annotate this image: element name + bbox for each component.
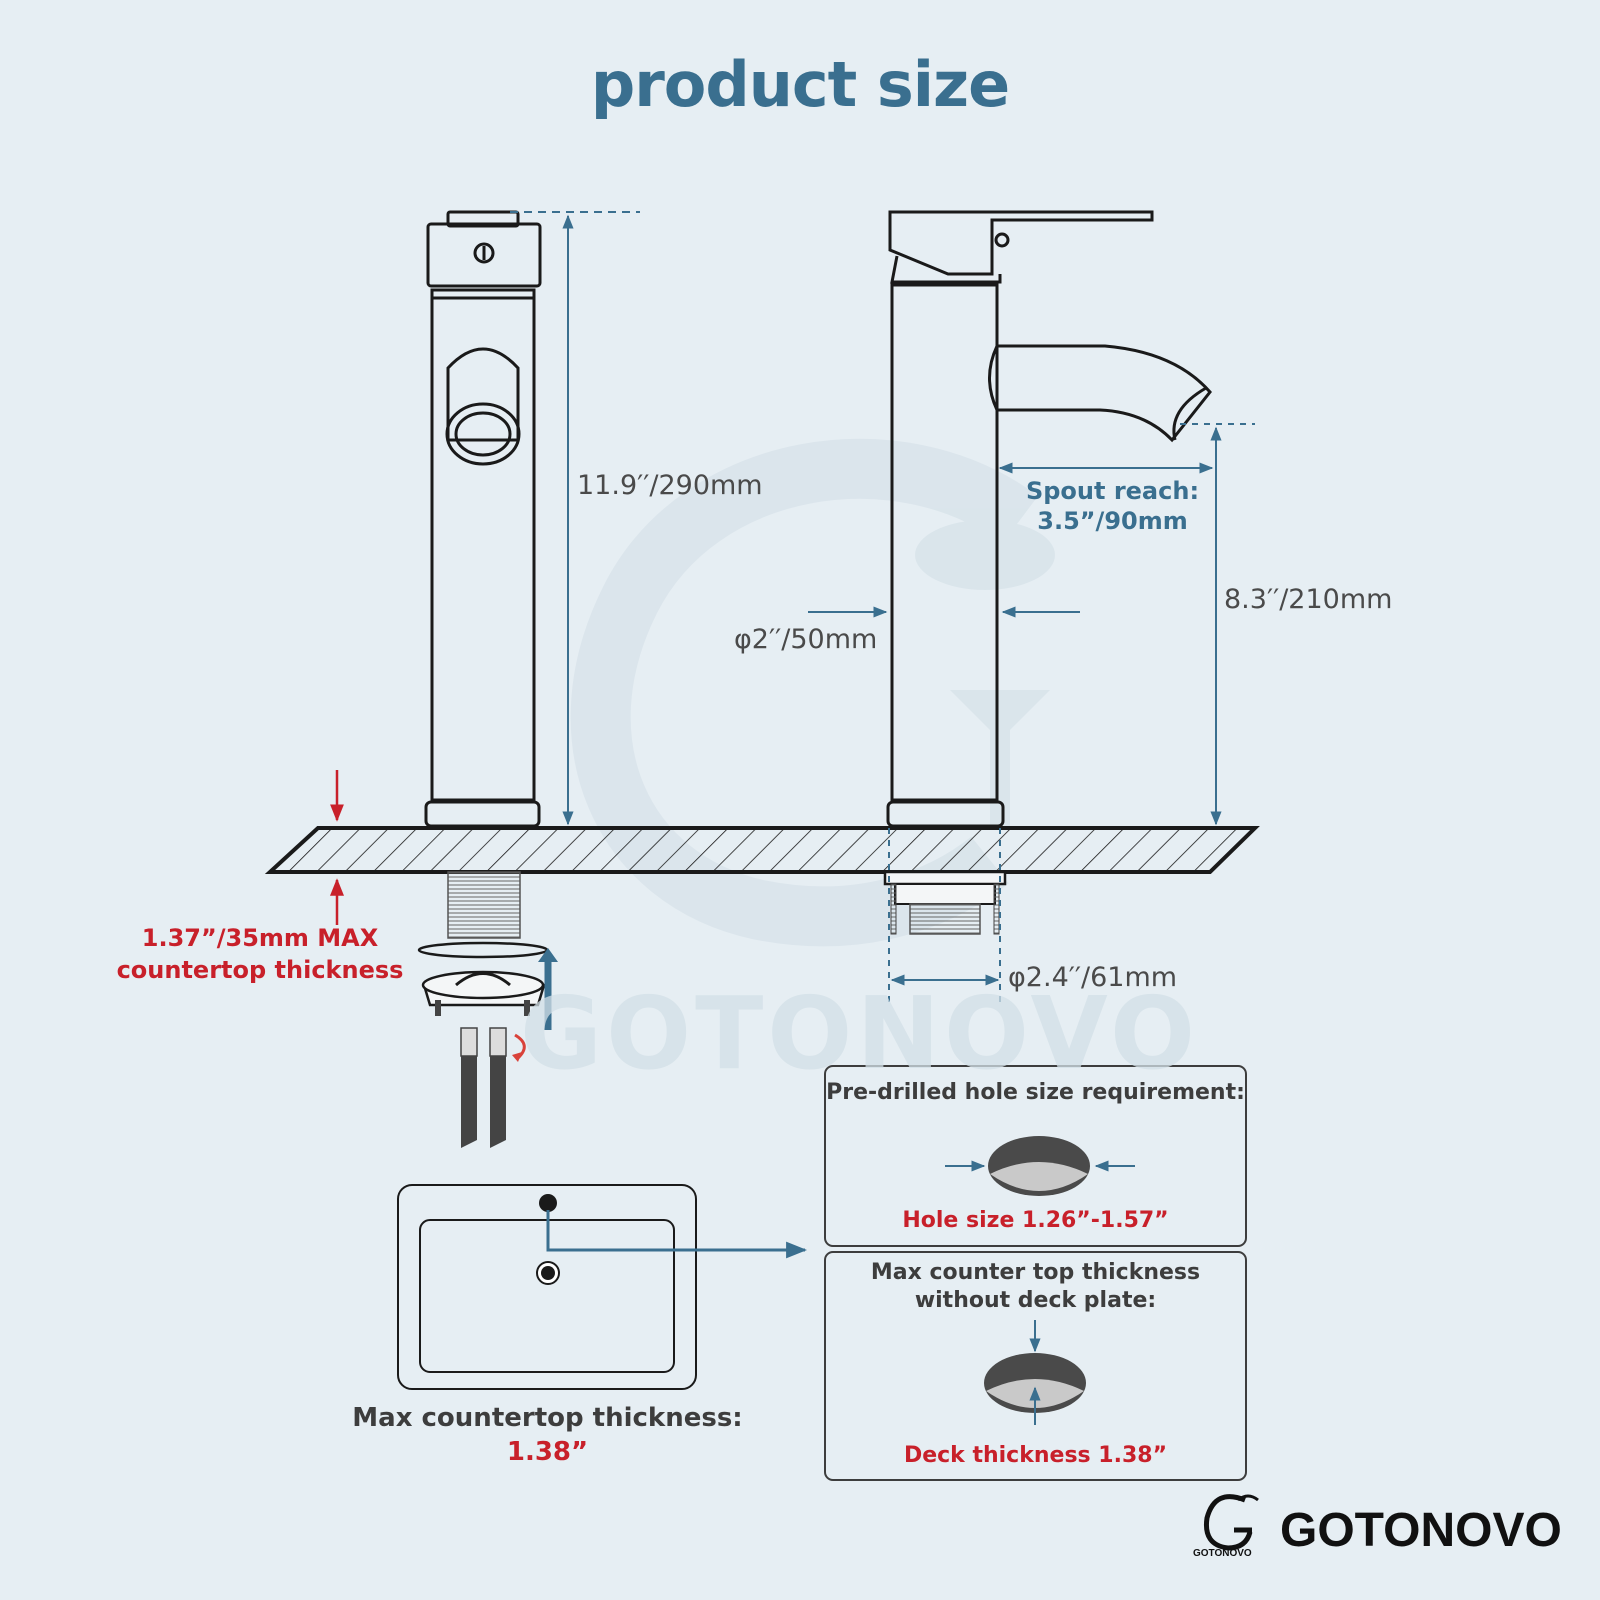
deck-thickness-value: Deck thickness 1.38”: [903, 1443, 1168, 1468]
dimension-lines: [510, 211, 1255, 1005]
brand-logo-icon: [1203, 1494, 1259, 1551]
deck-hole-icon: [984, 1320, 1086, 1425]
deck-panel-title-line2: without deck plate:: [914, 1288, 1157, 1313]
hole-icon: [945, 1136, 1135, 1196]
watermark-text: GOTONOVO: [520, 975, 1199, 1092]
hole-size-panel: [824, 1065, 1247, 1247]
countertop-thickness-line1: 1.37”/35mm MAX: [141, 924, 379, 952]
countertop-thickness-line2: countertop thickness: [116, 956, 404, 984]
deck-panel-title-line1: Max counter top thickness: [870, 1260, 1201, 1285]
sink-thickness-label: Max countertop thickness:: [352, 1403, 743, 1433]
faucet-side-view: [886, 210, 1212, 828]
logo-caption: GOTONOVO: [1193, 1548, 1252, 1559]
hole-size-value: Hole size 1.26”-1.57”: [902, 1208, 1169, 1233]
spout-reach-value: 3.5”/90mm: [1037, 507, 1188, 535]
brand-name: GOTONOVO: [1280, 1504, 1562, 1557]
sink-thickness-value: 1.38”: [506, 1437, 589, 1467]
spout-reach-label: Spout reach:: [1025, 477, 1200, 505]
mounting-hardware: [417, 871, 558, 1148]
hole-panel-title: Pre-drilled hole size requirement:: [826, 1080, 1245, 1105]
base-hardware: [883, 870, 1007, 935]
spout-height-label: 8.3′′/210mm: [1224, 584, 1393, 615]
countertop-slab: [264, 826, 1260, 874]
sink-pointer-arrow: [546, 1210, 808, 1259]
base-diameter-label: φ2.4′′/61mm: [1008, 962, 1178, 993]
faucet-front-view: [424, 210, 542, 828]
deck-thickness-panel: [824, 1251, 1247, 1481]
page-title: product size: [590, 48, 1010, 121]
total-height-label: 11.9′′/290mm: [577, 470, 763, 501]
body-diameter-label: φ2′′/50mm: [734, 624, 878, 655]
watermark-logo: [570, 438, 1055, 947]
